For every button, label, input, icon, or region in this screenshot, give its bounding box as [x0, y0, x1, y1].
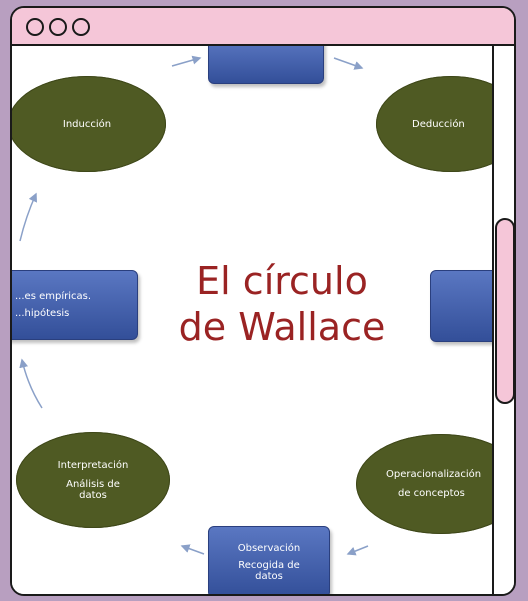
diagram-title: El círculo de Wallace: [162, 258, 402, 350]
arrow-left-lower: [19, 358, 43, 409]
arrow-top-left: [171, 55, 202, 67]
window-control-close[interactable]: [26, 18, 44, 36]
node-operacionalizacion-line2: de conceptos: [398, 488, 465, 499]
cycle-arrows: [19, 55, 369, 556]
node-generalizaciones-line2: ...hipótesis: [15, 308, 70, 319]
arrow-top-right: [333, 57, 364, 70]
node-generalizaciones-line1: ...es empíricas.: [15, 291, 92, 302]
node-deduccion: Deducción: [376, 76, 494, 172]
diagram-title-line1: El círculo: [196, 259, 368, 303]
node-interpretacion-line2: Análisis de datos: [66, 478, 120, 501]
node-induccion-label: Inducción: [62, 118, 112, 130]
arrow-bottom-left: [180, 544, 205, 555]
arrow-left-upper: [19, 192, 37, 242]
vertical-scrollbar[interactable]: [492, 46, 514, 594]
node-deduccion-label: Deducción: [412, 118, 465, 130]
node-observacion: Observación Recogida de datos: [208, 526, 330, 594]
title-bar: [12, 8, 514, 46]
node-hipotesis-box: [430, 270, 494, 342]
node-teorias-box: [208, 46, 324, 84]
diagram-canvas: Inducción Deducción ...es empíricas. ...…: [12, 46, 494, 594]
node-operacionalizacion-line1: Operacionalización: [386, 469, 482, 480]
window-control-minimize[interactable]: [49, 18, 67, 36]
node-observacion-line1: Observación: [237, 542, 301, 554]
node-operacionalizacion: Operacionalización de conceptos: [356, 434, 494, 534]
node-observacion-line2: Recogida de datos: [238, 559, 300, 582]
scrollbar-thumb[interactable]: [495, 218, 514, 404]
node-induccion: Inducción: [12, 76, 166, 172]
node-generalizaciones: ...es empíricas. ...hipótesis: [12, 270, 138, 340]
arrow-bottom-right: [346, 545, 369, 556]
node-interpretacion-line1: Interpretación: [57, 459, 129, 471]
browser-window: Inducción Deducción ...es empíricas. ...…: [10, 6, 516, 596]
node-interpretacion: Interpretación Análisis de datos: [16, 432, 170, 528]
window-control-maximize[interactable]: [72, 18, 90, 36]
diagram-title-line2: de Wallace: [178, 305, 386, 349]
